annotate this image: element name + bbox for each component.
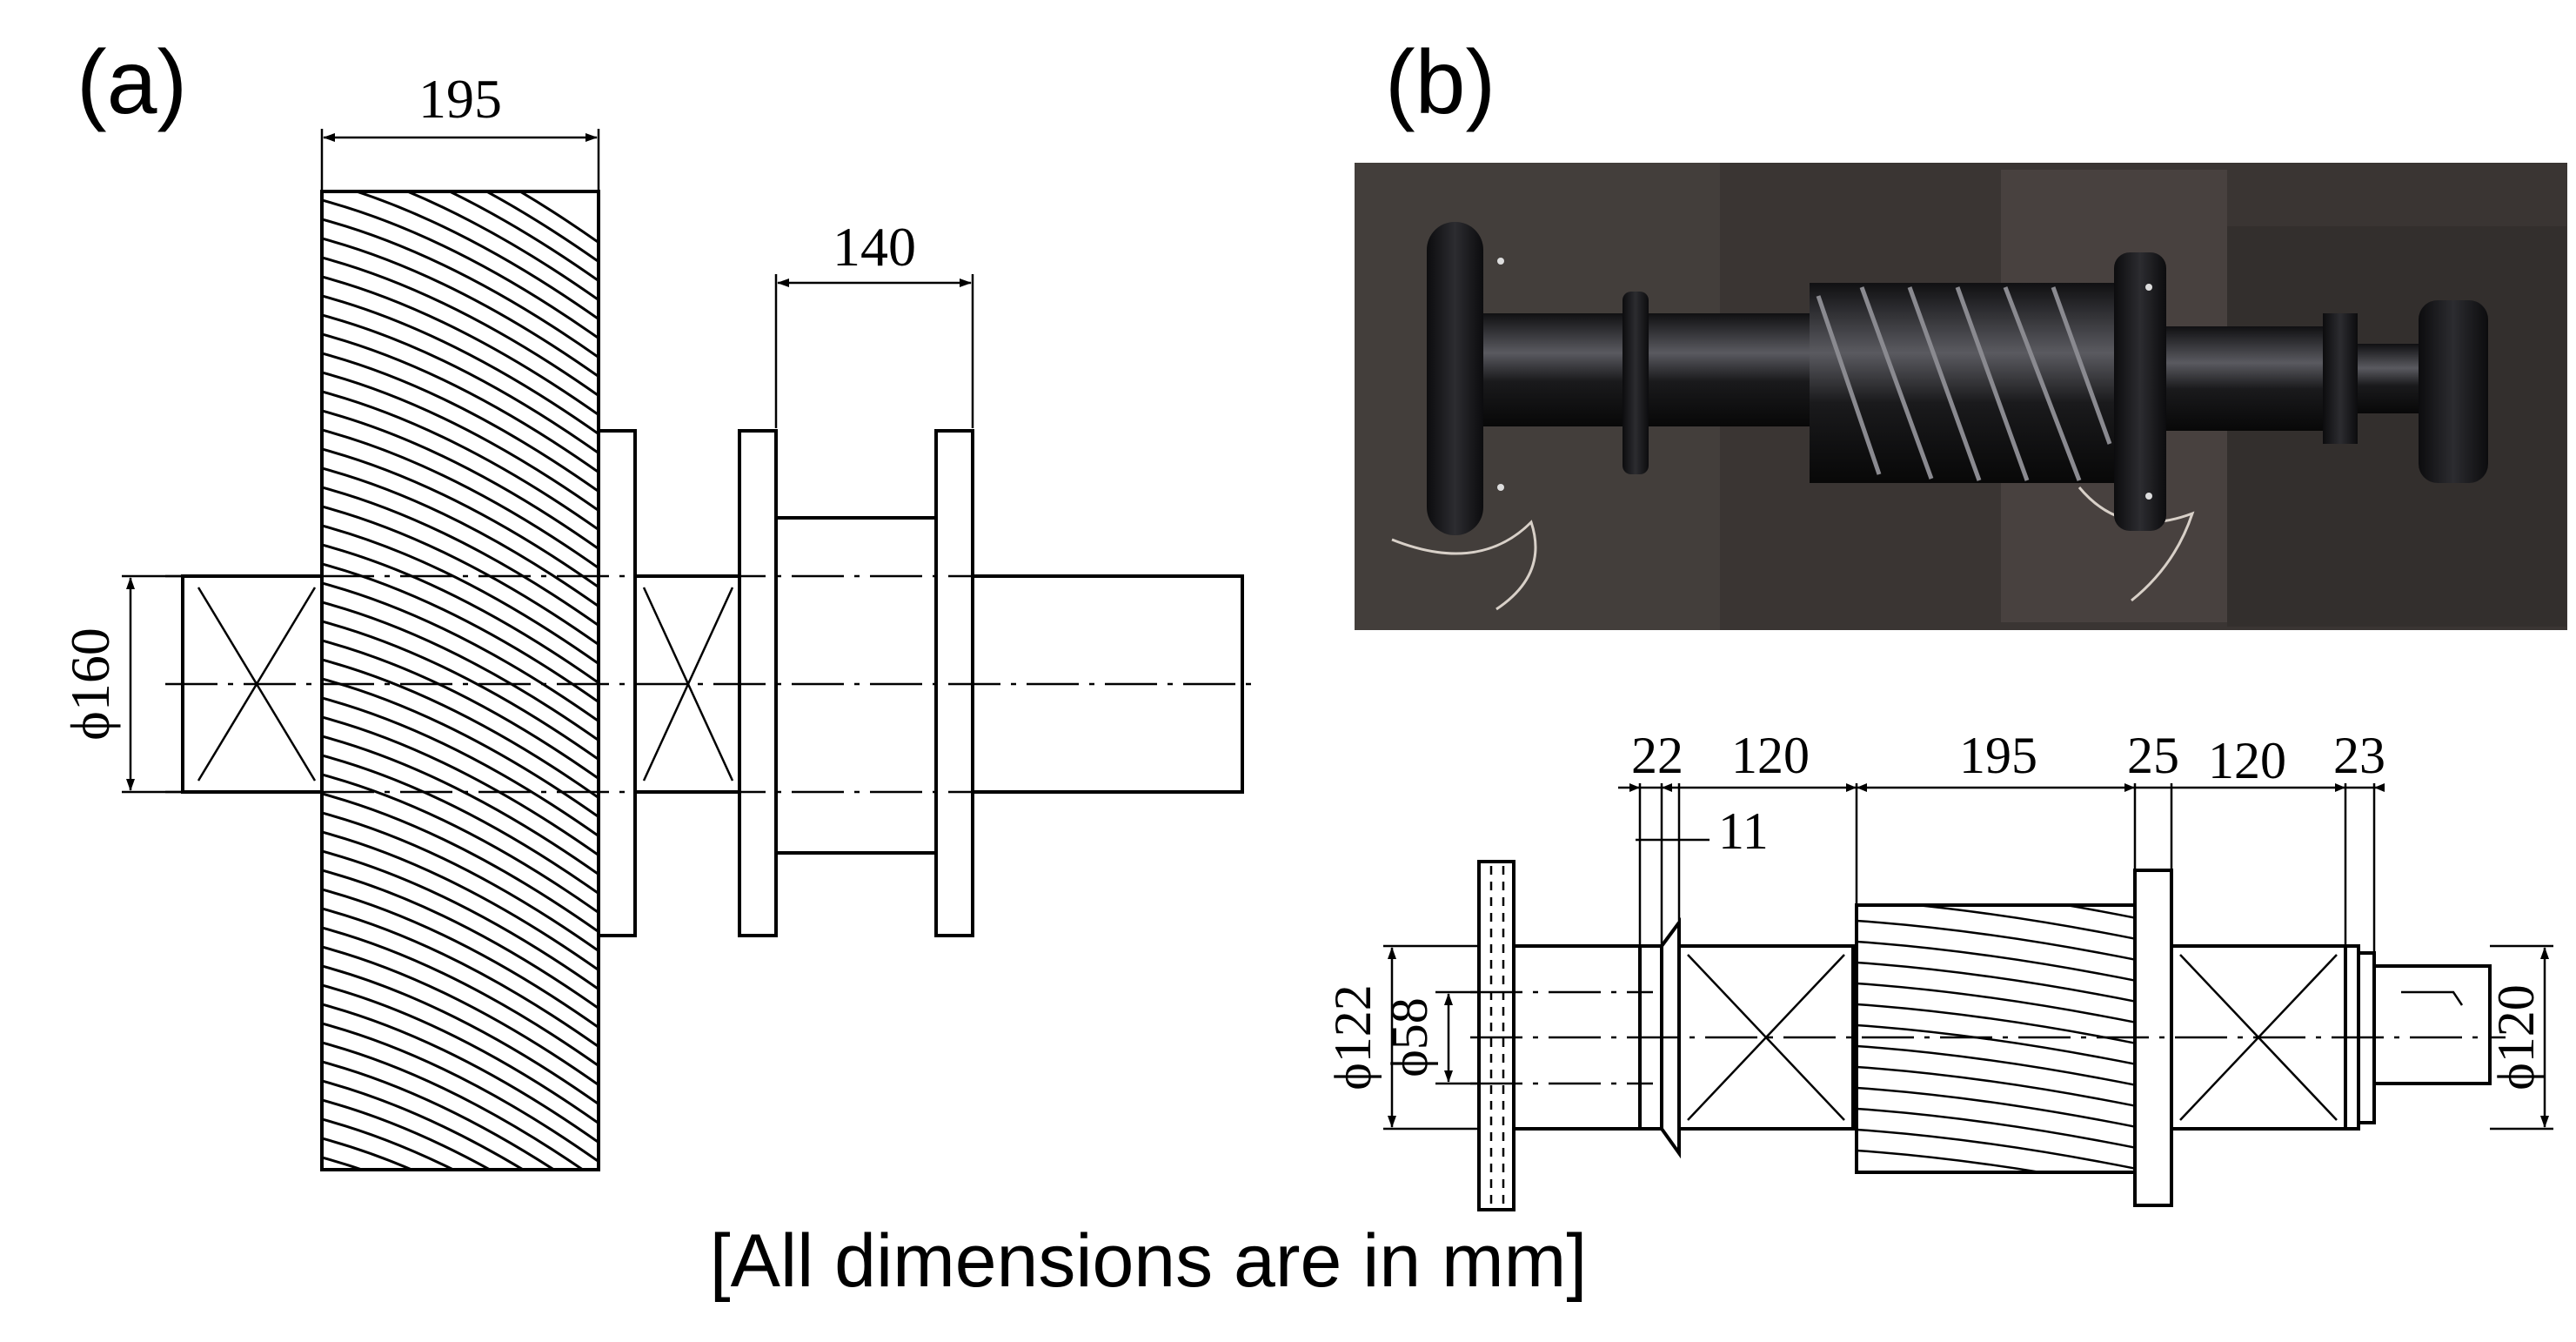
dim-b-22: 22 (1631, 727, 1683, 784)
helical-gear-b (1855, 903, 2137, 1174)
dim-b-phi120: ϕ120 (2487, 984, 2545, 1090)
caption: [All dimensions are in mm] (710, 1219, 1587, 1303)
panel-b-label: (b) (1385, 32, 1495, 133)
dim-b-23: 23 (2333, 727, 2385, 784)
panel-b-drawing (1383, 783, 2553, 1211)
dim-b-120b: 120 (2208, 732, 2286, 789)
output-shaft (973, 574, 1244, 794)
helical-gear (320, 190, 600, 1171)
dim-b-120a: 120 (1731, 727, 1810, 784)
dim-b-phi58: ϕ58 (1381, 997, 1438, 1077)
shaft-photograph (1355, 163, 2567, 630)
coupling-flange (1477, 860, 1515, 1211)
panel-a-label: (a) (77, 32, 187, 133)
panel-a-drawing (122, 129, 1257, 1171)
dim-gear-width: 195 (418, 68, 502, 130)
hub (774, 516, 938, 855)
dim-bearing-dia: ϕ160 (59, 627, 121, 741)
dim-b-11: 11 (1718, 802, 1769, 860)
dim-b-195: 195 (1959, 727, 2037, 784)
dim-b-phi122: ϕ122 (1324, 984, 1382, 1090)
dim-b-25: 25 (2127, 727, 2179, 784)
dim-hub-width: 140 (833, 216, 916, 278)
